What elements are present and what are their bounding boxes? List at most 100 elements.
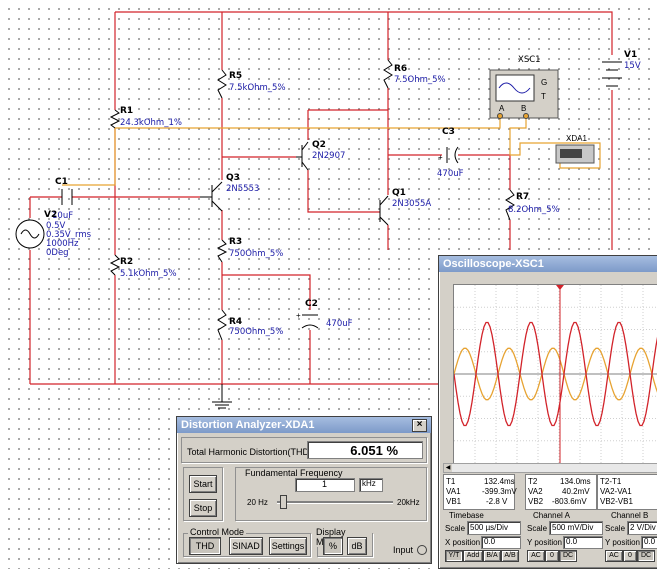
svg-text:2N3055A: 2N3055A [392,199,431,209]
scope-scrollbar[interactable]: ◀ [443,463,657,473]
svg-text:T: T [541,92,546,101]
thd-display: 6.051 % [307,441,423,459]
x-position-input[interactable]: 0.0 [481,536,521,549]
ground-symbol [212,384,232,409]
channel-a-scale-input[interactable]: 500 mV/Div [549,521,603,535]
add-mode-button[interactable]: Add [463,550,483,562]
svg-text:C3: C3 [442,127,455,137]
ba-mode-button[interactable]: B/A [483,550,501,562]
channel-b-ac-button[interactable]: AC [605,550,623,562]
svg-text:Q2: Q2 [312,140,326,150]
distortion-analyzer-titlebar[interactable]: Distortion Analyzer-XDA1 × [177,417,431,433]
timebase-scale-input[interactable]: 500 µs/Div [467,521,521,535]
resistor-r3[interactable]: R3 750Ohm_5% [216,237,283,263]
oscilloscope-titlebar[interactable]: Oscilloscope-XSC1 [439,256,657,272]
control-mode-panel: Control Mode [183,527,311,557]
svg-text:2N5553: 2N5553 [226,184,259,194]
yt-mode-button[interactable]: Y/T [445,550,463,562]
frequency-unit-select[interactable]: kHz [359,478,383,492]
capacitor-c2[interactable]: + C2 470uF [296,299,353,329]
svg-text:G: G [541,78,547,87]
stop-button[interactable]: Stop [189,499,217,517]
fundamental-frequency-panel [235,467,427,521]
channel-b-label: Channel B [611,511,649,520]
channel-a-dc-button[interactable]: DC [559,550,577,562]
svg-text:10uF: 10uF [52,211,73,221]
channel-a-zero-button[interactable]: 0 [545,550,559,562]
slider-min-label: 20 Hz [247,498,268,507]
readout-t2: T2 134.0ms VA2 40.2mV VB2 -803.6mV [525,474,597,510]
scroll-left-arrow[interactable]: ◀ [444,464,452,472]
resistor-r6[interactable]: R6 7.5Ohm_5% [383,59,446,89]
channel-a-trace [453,347,657,401]
svg-text:XDA1: XDA1 [566,134,587,143]
svg-text:750Ohm_5%: 750Ohm_5% [229,327,283,337]
cursor-t1-marker[interactable] [556,285,564,290]
channel-a-label: Channel A [533,511,570,520]
timebase-label: Timebase [449,511,484,520]
resistor-r2[interactable]: R2 5.1kOhm_5% [109,254,177,279]
svg-text:R2: R2 [120,257,133,267]
frequency-slider-thumb[interactable] [280,495,287,509]
svg-text:Q3: Q3 [226,173,240,183]
transistor-q3[interactable]: Q3 2N5553 [200,173,259,212]
ac-source-v2[interactable]: V2 0.5V 0.35V_rms 1000Hz 0Deg [15,210,92,258]
dc-source-v1[interactable]: V1 15V [602,50,641,87]
close-button[interactable]: × [412,419,427,432]
svg-text:1000Hz: 1000Hz [46,239,79,249]
thd-panel [181,437,427,463]
svg-text:V2: V2 [44,210,57,220]
svg-text:C1: C1 [55,177,68,187]
fundamental-frequency-input[interactable]: 1 [295,478,355,492]
readout-delta: T2-T1 VA2-VA1 VB2-VB1 [597,474,657,510]
svg-text:470uF: 470uF [437,169,464,179]
svg-text:5.1kOhm_5%: 5.1kOhm_5% [120,269,177,279]
channel-b-zero-button[interactable]: 0 [623,550,637,562]
channel-a-scale-label: Scale [527,524,548,533]
transistor-q2[interactable]: Q2 2N2907 [296,140,345,171]
channel-b-ypos-input[interactable]: 0.0 [641,536,657,549]
channel-a-ypos-input[interactable]: 0.0 [563,536,603,549]
resistor-r4[interactable]: R4 750Ohm_5% [217,309,283,341]
channel-a-ac-button[interactable]: AC [527,550,545,562]
scope-screen[interactable] [453,284,657,464]
distortion-analyzer-icon-xda1[interactable]: XDA1 [555,134,595,164]
channel-b-scale-input[interactable]: 2 V/Div [627,521,657,535]
capacitor-c1[interactable]: C1 10uF [52,177,73,221]
svg-text:A: A [499,104,505,113]
oscilloscope-title: Oscilloscope-XSC1 [443,258,544,270]
slider-max-label: 20kHz [397,498,420,507]
svg-text:7.5Ohm_5%: 7.5Ohm_5% [394,75,446,85]
svg-text:0.5V: 0.5V [46,221,66,231]
input-terminal-icon[interactable] [417,545,427,555]
percent-mode-button[interactable]: % [323,537,343,555]
channel-b-scale-label: Scale [605,524,626,533]
oscilloscope-icon-xsc1[interactable]: XSC1 G T A B [489,55,559,119]
resistor-r1[interactable]: R1 24.3kOhm_1% [109,106,182,129]
thd-mode-button[interactable]: THD [189,537,221,555]
svg-text:R5: R5 [229,71,242,81]
resistor-r7[interactable]: R7 8.2Ohm_5% [505,189,560,221]
thd-label: Total Harmonic Distortion(THD) : [187,447,318,457]
svg-text:8.2Ohm_5%: 8.2Ohm_5% [508,205,560,215]
svg-text:R6: R6 [394,64,407,74]
ab-mode-button[interactable]: A/B [501,550,519,562]
sinad-mode-button[interactable]: SINAD [229,537,263,555]
frequency-slider-track[interactable] [277,501,393,504]
svg-text:15V: 15V [624,61,641,71]
svg-text:0.35V_rms: 0.35V_rms [46,230,92,240]
svg-text:Q1: Q1 [392,188,406,198]
settings-button[interactable]: Settings [269,537,307,555]
channel-b-dc-button[interactable]: DC [637,550,655,562]
transistor-q1[interactable]: Q1 2N3055A [379,188,431,226]
thd-value: 6.051 % [350,443,398,458]
svg-text:XSC1: XSC1 [518,55,541,65]
svg-text:V1: V1 [624,50,637,60]
resistor-r5[interactable]: R5 7.5kOhm_5% [217,69,286,99]
start-button[interactable]: Start [189,475,217,493]
db-mode-button[interactable]: dB [347,537,367,555]
capacitor-c3[interactable]: + C3 470uF [437,127,464,179]
input-label: Input [393,545,414,555]
svg-text:7.5kOhm_5%: 7.5kOhm_5% [229,83,286,93]
